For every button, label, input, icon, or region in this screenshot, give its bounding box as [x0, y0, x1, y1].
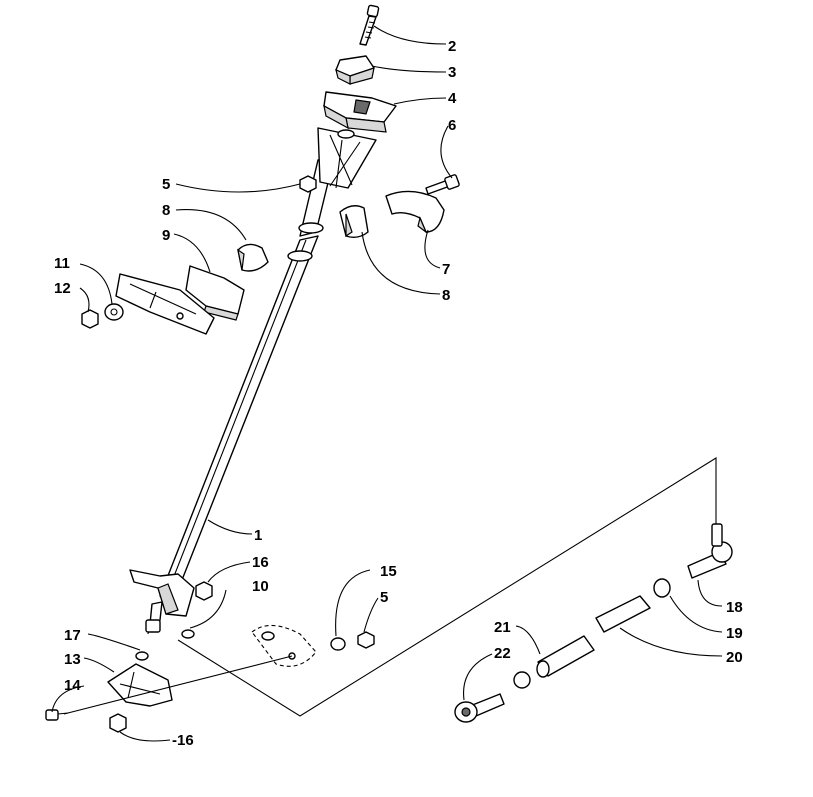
callout-10: 10: [252, 578, 269, 595]
callout-labels: 2 3 4 6 5 8 9 11 12 7 8 1 16 10 15 5 17 …: [54, 38, 743, 749]
callout-5-upper: 5: [162, 176, 170, 193]
part-12-nut: [81, 309, 99, 329]
callout-16-upper: 16: [252, 554, 269, 571]
callout-3: 3: [448, 64, 456, 81]
callout-1: 1: [254, 527, 262, 544]
part-5-nut-lower: [357, 631, 375, 649]
callout-22: 22: [494, 645, 511, 662]
callout-20: 20: [726, 649, 743, 666]
callout-12: 12: [54, 280, 71, 297]
callout-2: 2: [448, 38, 456, 55]
tie-rod-assembly: [454, 523, 733, 723]
part-16-nut-upper: [195, 581, 213, 601]
callout-6: 6: [448, 117, 456, 134]
callout-11: 11: [54, 255, 70, 272]
upper-plate: [317, 127, 377, 189]
callout-18: 18: [726, 599, 743, 616]
part-6-bolt: [425, 174, 460, 195]
callout-15: 15: [380, 563, 397, 580]
callout-5-lower: 5: [380, 589, 388, 606]
callout-7: 7: [442, 261, 450, 278]
part-7-clamp: [385, 190, 445, 234]
part-4-bracket: [323, 91, 397, 133]
pitman-arm: [251, 624, 317, 667]
callout-8-right: 8: [442, 287, 450, 304]
callout-21: 21: [494, 619, 511, 636]
part-10-washer: [181, 629, 195, 639]
callout-16-lower: -16: [172, 732, 194, 749]
callout-13: 13: [64, 651, 81, 668]
part-15-washer: [330, 637, 346, 651]
steering-post-tube: [159, 157, 335, 597]
part-2-bolt: [359, 4, 380, 46]
part-9-clamp-block: [185, 265, 245, 321]
lower-bracket: [129, 569, 195, 635]
part-13-plate: [107, 663, 173, 707]
assembly-lines: [63, 457, 717, 717]
part-14-bolt: [45, 709, 69, 721]
part-16-nut-lower: [109, 713, 127, 733]
part-8-bushing-left: [237, 243, 269, 272]
part-5-nut-upper: [299, 175, 317, 193]
callout-8-left: 8: [162, 202, 170, 219]
callout-17: 17: [64, 627, 81, 644]
part-8-bushing-right: [339, 205, 369, 239]
leader-lines: [51, 25, 723, 742]
steering-support-bracket: [115, 273, 215, 335]
part-11-washer: [104, 303, 124, 321]
callout-14: 14: [64, 677, 81, 694]
callout-9: 9: [162, 227, 170, 244]
callout-19: 19: [726, 625, 743, 642]
part-17-washer: [135, 651, 149, 661]
part-3-cap: [335, 55, 375, 85]
callout-4: 4: [448, 90, 457, 107]
